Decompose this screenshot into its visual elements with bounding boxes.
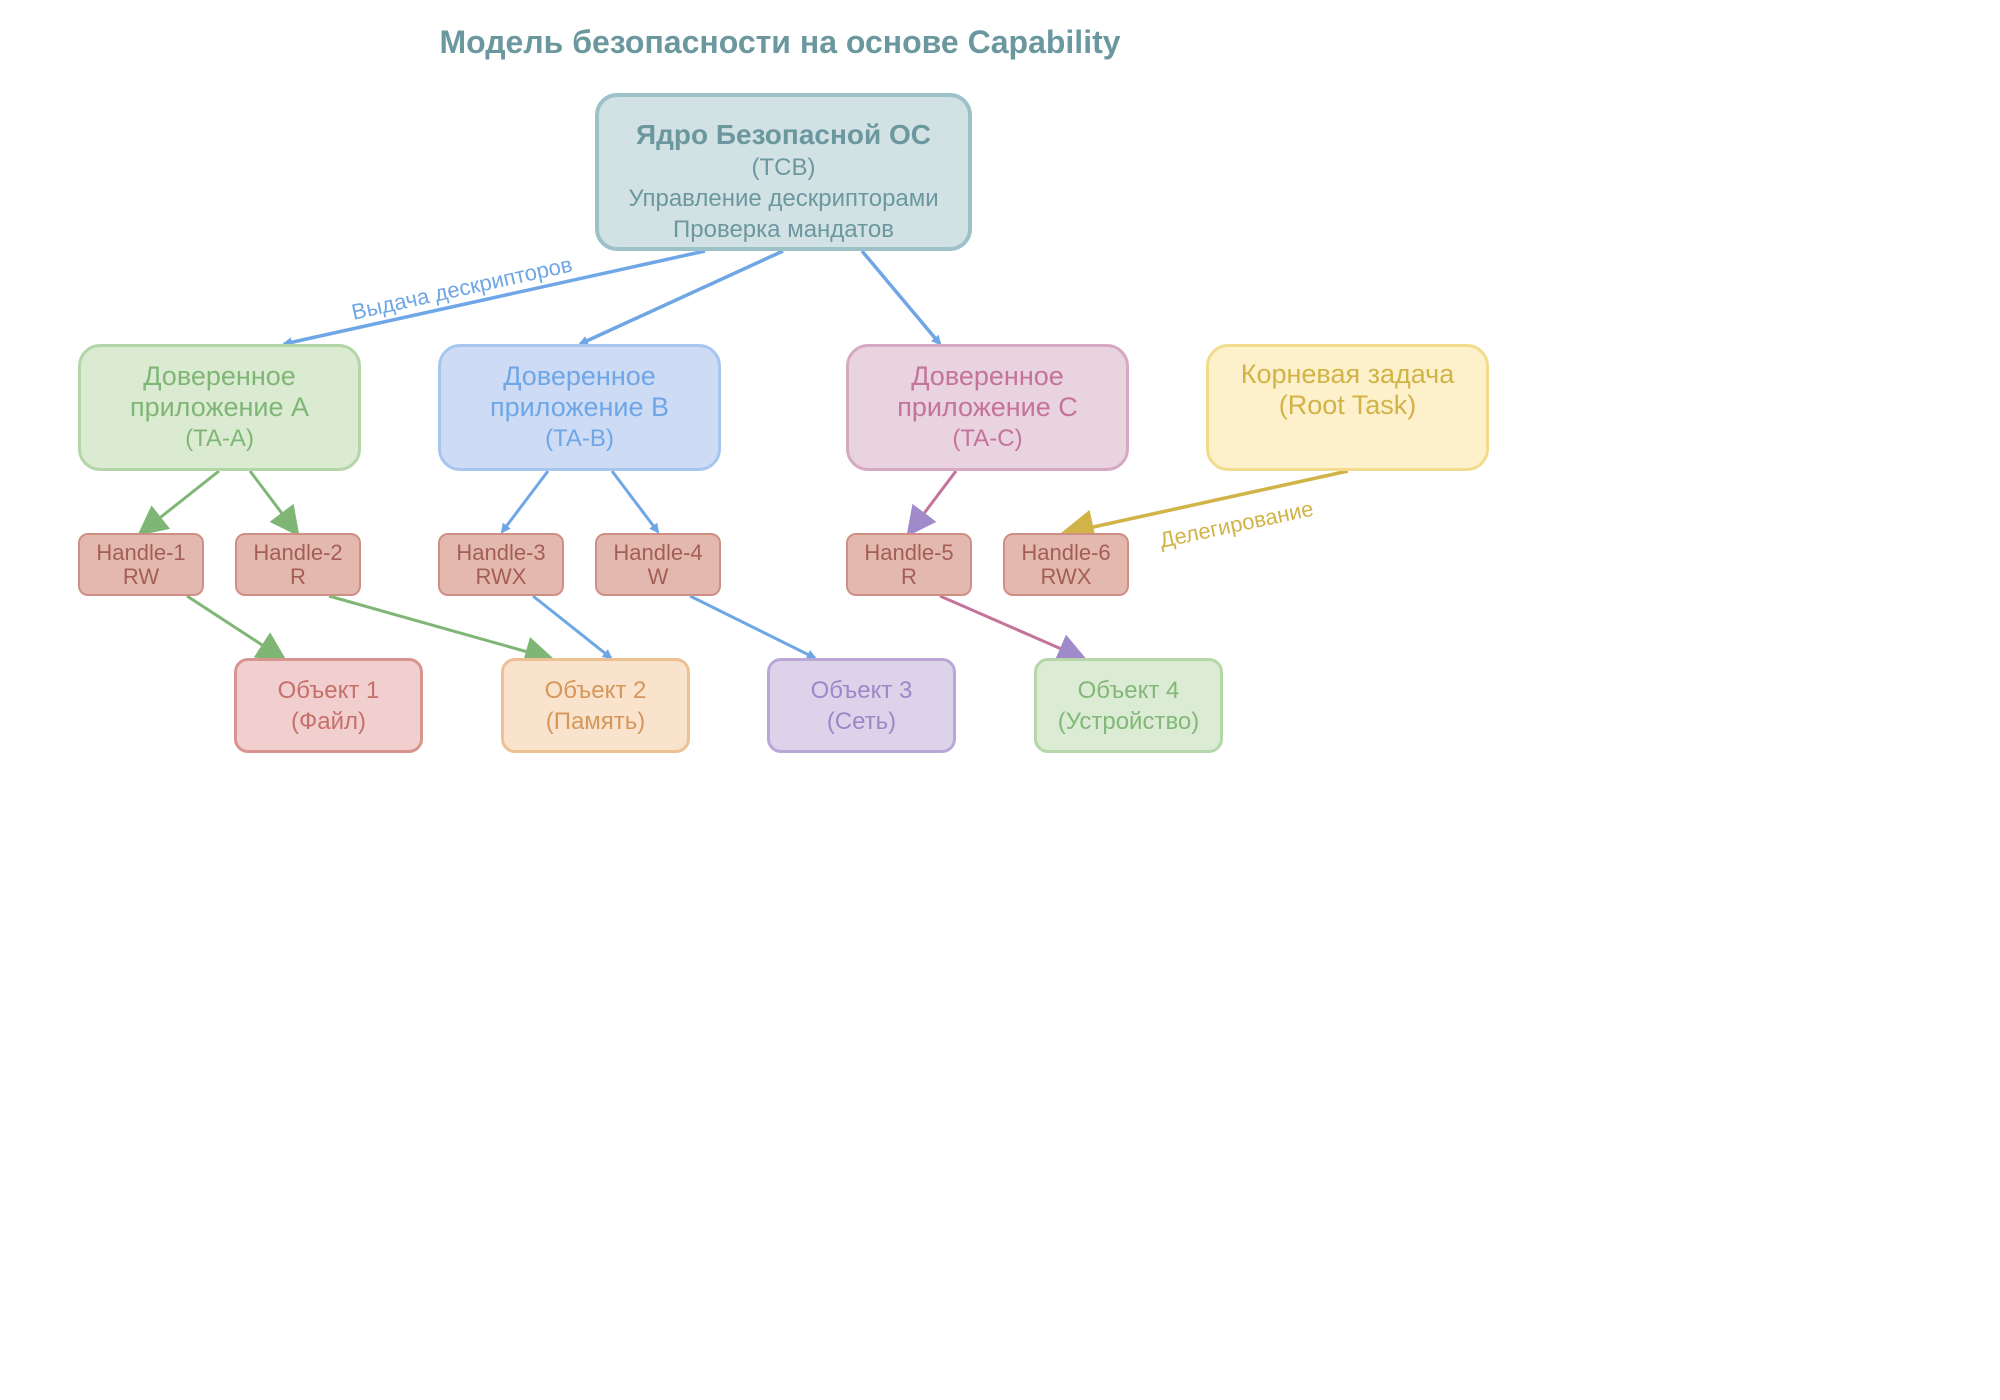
edge-handle-1-to-object-1 [186,594,288,662]
object-1-node: Объект 1 (Файл) [234,658,423,753]
edge-kernel-to-ta-a [282,249,706,348]
root-task-node: Корневая задача (Root Task) [1206,344,1489,471]
edge-handle-3-to-object-2 [532,594,613,660]
trusted-app-a-line1: Доверенное [143,360,296,391]
kernel-handle-management: Управление дескрипторами [628,184,939,212]
object-2-name: Объект 2 [544,676,647,704]
trusted-app-b-id: (TA-B) [545,424,614,452]
handle-6-node: Handle-6 RWX [1003,533,1129,596]
trusted-app-a-node: Доверенное приложение A (TA-A) [78,344,361,471]
object-4-type: (Устройство) [1057,707,1200,735]
trusted-app-a-id: (TA-A) [185,424,254,452]
handle-5-rights: R [901,563,917,589]
handle-4-name: Handle-4 [613,539,703,565]
object-3-type: (Сеть) [826,707,897,735]
edge-ta-a-to-handle-2 [248,470,300,537]
trusted-app-b-node: Доверенное приложение B (TA-B) [438,344,721,471]
trusted-app-b-line1: Доверенное [503,360,656,391]
object-3-node: Объект 3 (Сеть) [767,658,956,753]
edge-handle-2-to-object-2 [328,594,555,666]
handle-2-rights: R [290,563,306,589]
edge-handle-5-to-object-4 [939,594,1088,663]
object-4-node: Объект 4 (Устройство) [1034,658,1223,753]
handle-1-name: Handle-1 [96,539,186,565]
trusted-app-c-node: Доверенное приложение C (TA-C) [846,344,1129,471]
object-1-type: (Файл) [291,707,366,735]
edge-kernel-to-ta-b [578,249,784,346]
object-1-name: Объект 1 [277,676,380,704]
handle-5-node: Handle-5 R [846,533,972,596]
trusted-app-b-line2: приложение B [489,391,670,422]
object-4-name: Объект 4 [1077,676,1180,704]
edge-ta-a-to-handle-1 [137,469,220,536]
edge-root-to-handle-6 [1059,469,1349,545]
edge-ta-b-to-handle-3 [500,470,550,534]
edge-kernel-to-ta-c [860,249,942,346]
handle-6-name: Handle-6 [1021,539,1111,565]
handle-3-name: Handle-3 [456,539,546,565]
handle-3-node: Handle-3 RWX [438,533,564,596]
root-task-line1: Корневая задача [1240,358,1455,389]
object-2-node: Объект 2 (Память) [501,658,690,753]
handle-3-rights: RWX [475,563,527,589]
diagram-title: Модель безопасности на основе Capability [439,24,1121,60]
handle-4-rights: W [647,563,669,589]
kernel-tcb-label: (TCB) [751,153,816,181]
handle-1-rights: RW [122,563,160,589]
root-task-line2: (Root Task) [1278,389,1417,420]
object-3-name: Объект 3 [810,676,913,704]
trusted-app-c-line1: Доверенное [911,360,1064,391]
capability-security-diagram: Модель безопасности на основе Capability… [78,24,1489,753]
handle-4-node: Handle-4 W [595,533,721,596]
trusted-app-a-line2: приложение A [129,391,310,422]
edge-ta-c-to-handle-5 [906,470,958,537]
kernel-name: Ядро Безопасной ОС [636,118,931,150]
edges-layer [137,249,1349,666]
handle-1-node: Handle-1 RW [78,533,204,596]
handle-6-rights: RWX [1040,563,1092,589]
handle-5-name: Handle-5 [864,539,954,565]
trusted-app-c-id: (TA-C) [952,424,1023,452]
edge-ta-b-to-handle-4 [610,470,660,534]
object-2-type: (Память) [545,707,646,735]
kernel-capability-check: Проверка мандатов [673,215,894,243]
handle-2-node: Handle-2 R [235,533,361,596]
edge-handle-4-to-object-3 [689,594,817,660]
kernel-node: Ядро Безопасной ОС (TCB) Управление деск… [595,93,972,251]
trusted-app-c-line2: приложение C [897,391,1078,422]
handle-2-name: Handle-2 [253,539,343,565]
